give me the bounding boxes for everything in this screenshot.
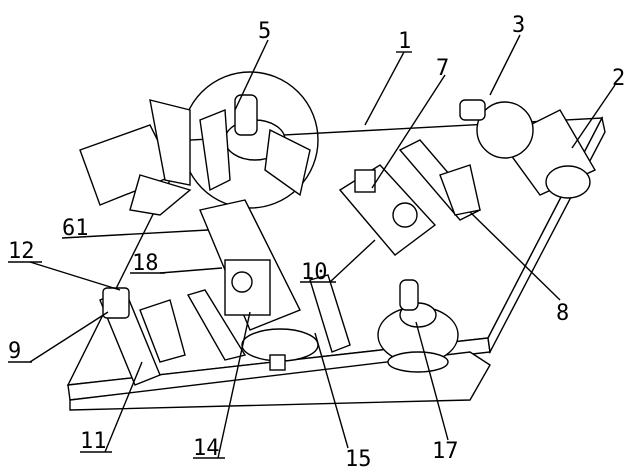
label-10: 10 [301,260,328,285]
motor-61 [80,100,190,215]
label-9: 9 [8,339,21,364]
label-5: 5 [258,19,271,44]
label-2: 2 [612,66,625,91]
label-1: 1 [398,29,411,54]
label-11: 11 [80,429,107,454]
label-7: 7 [436,56,449,81]
label-14: 14 [193,436,220,461]
label-3: 3 [512,13,525,38]
label-15: 15 [345,447,372,472]
label-12: 12 [8,239,35,264]
label-61: 61 [62,216,89,241]
label-8: 8 [556,301,569,326]
label-18: 18 [132,251,159,276]
label-17: 17 [432,439,459,464]
